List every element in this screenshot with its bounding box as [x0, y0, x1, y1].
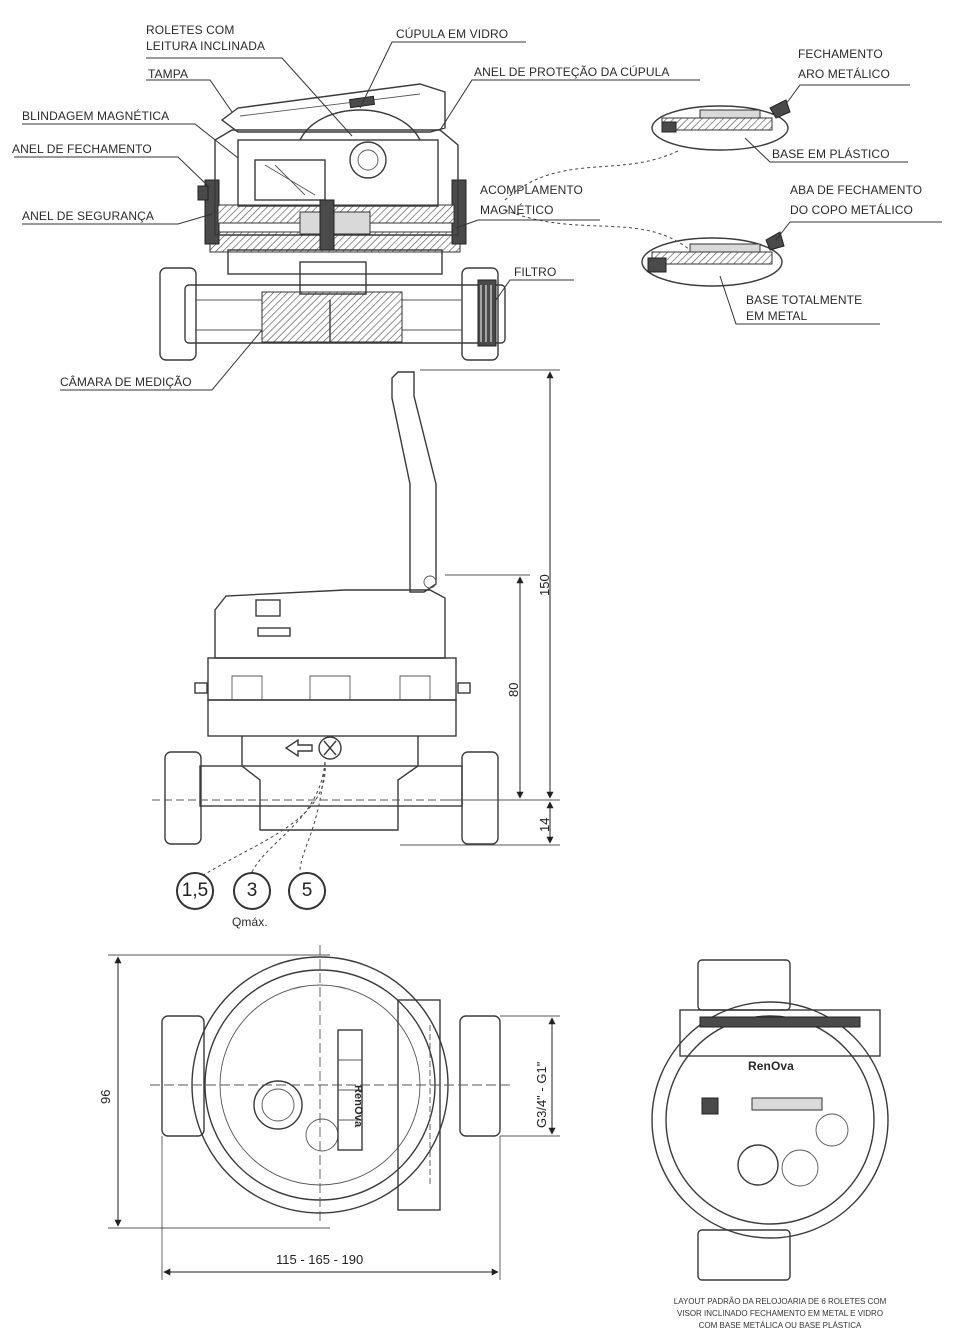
- label-aba-fechamento-line2: DO COPO METÁLICO: [790, 203, 913, 217]
- qmax-label: Qmáx.: [232, 915, 268, 929]
- dimension-height-150: 150: [537, 574, 552, 596]
- qmax-circle-3: 3: [233, 872, 271, 910]
- label-aba-fechamento-line1: ABA DE FECHAMENTO: [790, 183, 923, 197]
- label-base-metal-line1: BASE TOTALMENTE: [746, 293, 863, 307]
- dimension-height-14: 14: [537, 817, 552, 832]
- cross-section-leaders: [14, 41, 700, 391]
- dimension-width-96: 96: [98, 1089, 113, 1104]
- qmax-circle-1-5: 1,5: [176, 872, 214, 910]
- label-fechamento-aro-line2: ARO METÁLICO: [798, 67, 890, 81]
- variant-metal-base: [641, 221, 942, 325]
- label-base-plastico: BASE EM PLÁSTICO: [772, 147, 890, 161]
- label-anel-seguranca: ANEL DE SEGURANÇA: [22, 209, 154, 223]
- label-camara: CÂMARA DE MEDIÇÃO: [60, 375, 192, 389]
- side-view: [152, 371, 510, 877]
- caption-line3: COM BASE METÁLICA OU BASE PLÁSTICA: [698, 1321, 862, 1330]
- caption-line1: LAYOUT PADRÃO DA RELOJOARIA DE 6 ROLETES…: [673, 1297, 887, 1306]
- label-tampa: TAMPA: [148, 67, 189, 81]
- qmax-circle-5: 5: [288, 872, 326, 910]
- top-view: [150, 945, 510, 1225]
- label-base-metal-line2: EM METAL: [746, 309, 808, 323]
- variant-plastic-base: [651, 84, 910, 163]
- label-fechamento-aro-line1: FECHAMENTO: [798, 47, 883, 61]
- label-blindagem: BLINDAGEM MAGNÉTICA: [22, 109, 170, 123]
- dimension-height-80: 80: [506, 682, 521, 697]
- brand-logo-register: RenOva: [748, 1059, 794, 1073]
- dimension-lengths: 115 - 165 - 190: [276, 1252, 364, 1267]
- register-layout-view: [651, 959, 889, 1281]
- label-anel-protecao: ANEL DE PROTEÇÃO DA CÚPULA: [474, 65, 670, 79]
- brand-logo-top-view: RenOva: [352, 1085, 364, 1128]
- label-filtro: FILTRO: [514, 265, 557, 279]
- cross-section-view: [159, 83, 506, 361]
- label-acoplamento-line2: MAGNÉTICO: [480, 203, 554, 217]
- label-roletes-line1: ROLETES COM: [146, 23, 235, 37]
- label-anel-fechamento: ANEL DE FECHAMENTO: [12, 142, 152, 156]
- label-acoplamento-line1: ACOMPLAMENTO: [480, 183, 583, 197]
- side-view-dimensions: [400, 369, 560, 846]
- label-cupula-vidro: CÚPULA EM VIDRO: [396, 27, 509, 41]
- caption-line2: VISOR INCLINADO FECHAMENTO EM METAL E VI…: [676, 1309, 884, 1318]
- dimension-thread: G3/4" - G1": [534, 1061, 549, 1128]
- label-roletes-line2: LEITURA INCLINADA: [146, 39, 266, 53]
- top-view-dimensions: [108, 954, 560, 1280]
